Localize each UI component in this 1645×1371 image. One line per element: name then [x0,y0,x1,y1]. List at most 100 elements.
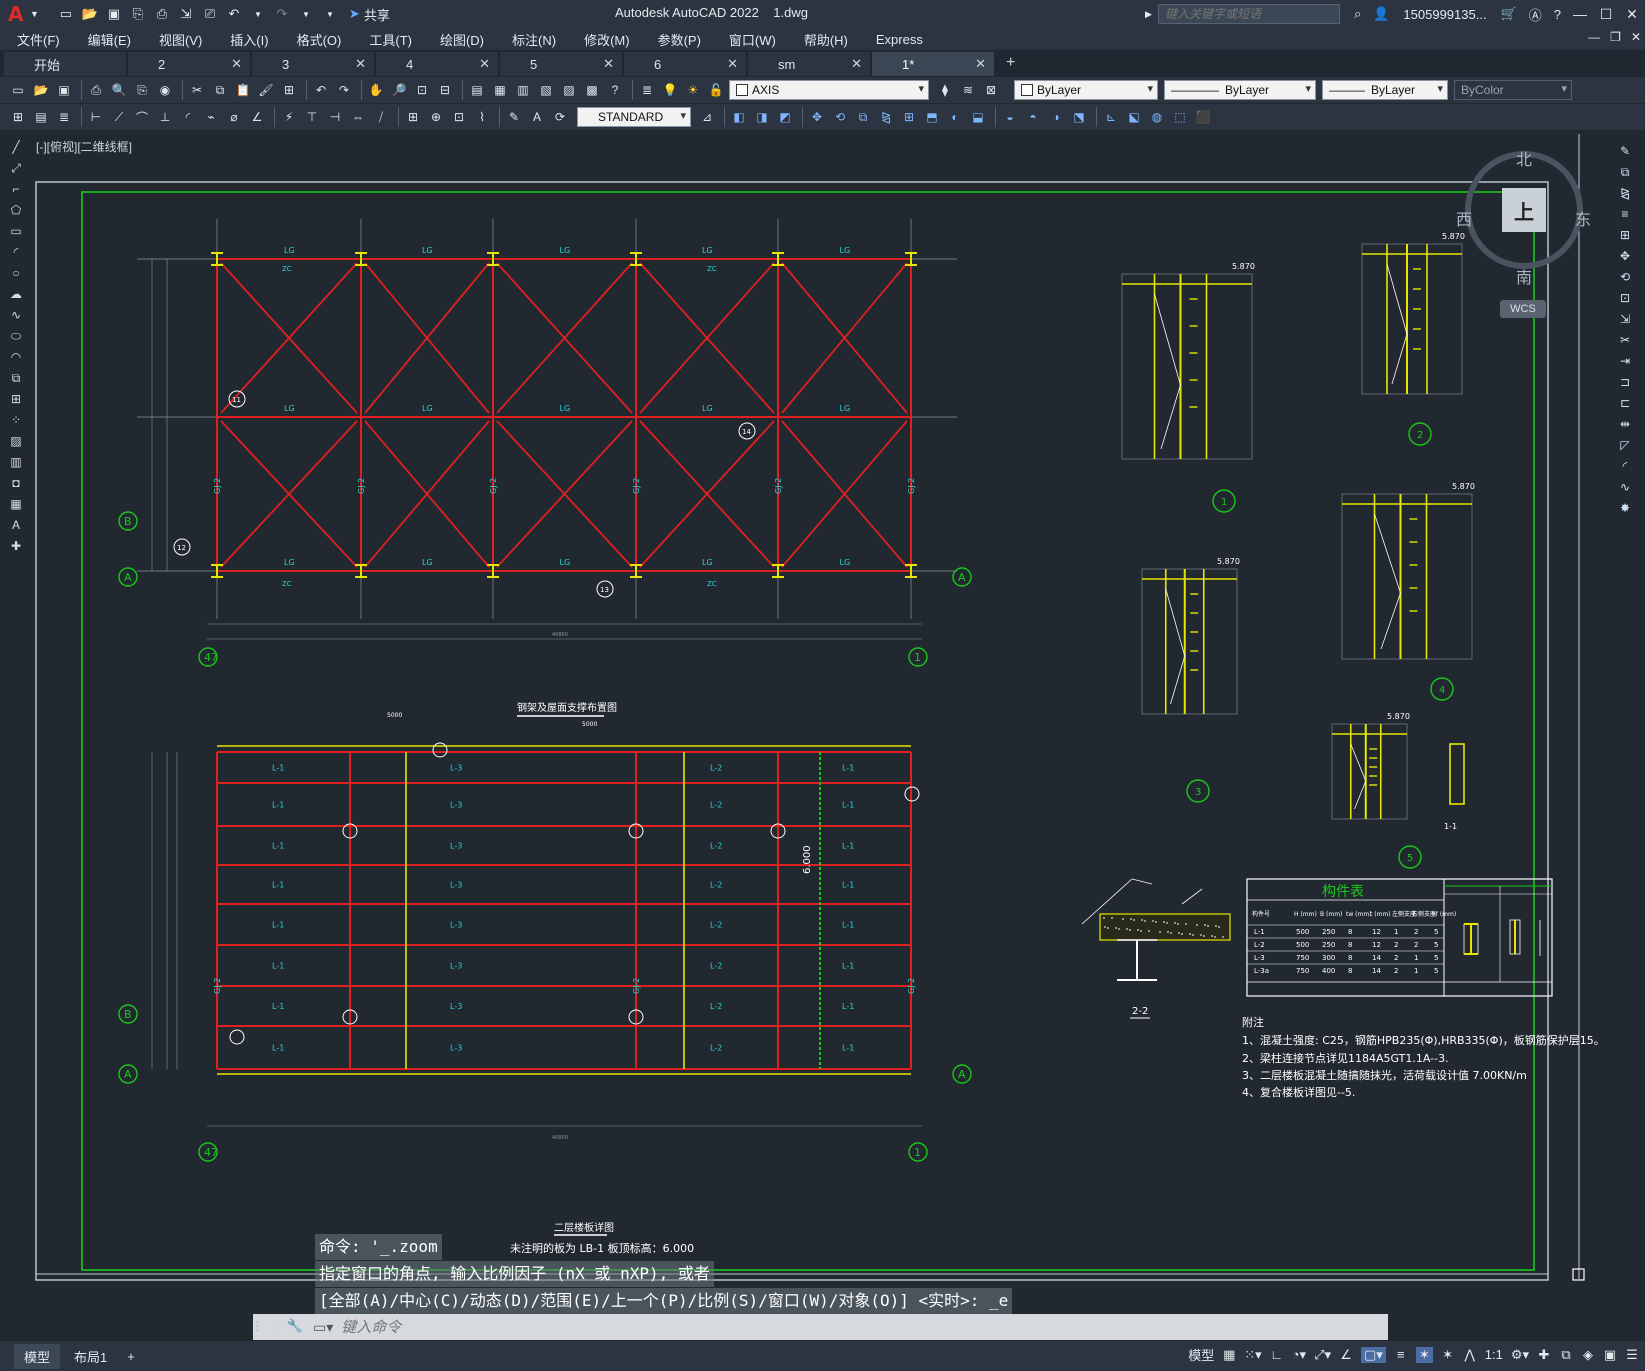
baseline-dim-icon[interactable]: ⊤ [306,110,318,124]
intersect-icon[interactable]: ◑ [1052,110,1060,124]
close-icon[interactable]: ✕ [479,56,490,71]
hatch-icon[interactable]: ▨ [10,434,22,448]
menu-modify[interactable]: 修改(M) [584,32,630,48]
undo-icon[interactable]: ↶ [315,83,327,97]
copy-icon[interactable]: ⧉ [215,82,225,97]
search-icon[interactable]: ⌕ [1353,6,1362,21]
layer-state-icon[interactable]: ⊠ [985,83,997,97]
3d-wedge-icon[interactable]: ◨ [756,110,768,124]
close-icon[interactable]: ✕ [975,56,986,71]
menu-draw[interactable]: 绘图(D) [439,32,485,48]
break-at-point-icon[interactable]: ⊐ [1619,375,1631,389]
dim-space-icon[interactable]: ⇔ [352,110,364,124]
walk-icon[interactable]: ⬛ [1195,110,1211,124]
extend-icon[interactable]: ⇥ [1619,354,1631,368]
3d-print-icon[interactable]: ◉ [159,83,171,97]
tab-6[interactable]: 6✕ [624,52,746,76]
redo-icon[interactable]: ↷ [276,6,288,21]
tool-palettes-icon[interactable]: ▥ [517,83,529,97]
redo-dropdown-icon[interactable]: ▼ [301,9,310,19]
command-line-grip-icon[interactable]: ⋮ [251,1318,264,1333]
menu-window[interactable]: 窗口(W) [728,32,776,48]
zoom-previous-icon[interactable]: ⊟ [439,83,451,97]
menu-parametric[interactable]: 参数(P) [657,32,701,48]
tab-2[interactable]: 2✕ [128,52,250,76]
arc-length-icon[interactable]: ⌒ [135,110,148,125]
move-icon[interactable]: ✥ [1619,249,1631,263]
user-name[interactable]: 1505999135... [1403,6,1487,22]
minimize-button[interactable]: — [1573,6,1587,22]
lineweight-icon[interactable]: ≡ [1397,1347,1405,1362]
dim-update-icon[interactable]: ⟳ [554,110,566,124]
new-tab-button[interactable]: + [1006,54,1016,71]
close-icon[interactable]: ✕ [727,56,738,71]
layer-dropdown[interactable]: AXIS ▾ [729,80,929,100]
menu-edit[interactable]: 编辑(E) [87,32,131,48]
diameter-dim-icon[interactable]: ⌀ [230,110,238,124]
line-icon[interactable]: ╱ [12,140,20,154]
camera-icon[interactable]: ⬚ [1174,110,1186,124]
open-icon[interactable]: 📂 [33,83,49,97]
add-layout-button[interactable]: + [127,1348,135,1364]
design-center-icon[interactable]: ▦ [494,83,506,97]
viewcube-top-face[interactable]: 上 [1502,188,1546,232]
viewcube-south[interactable]: 南 [1516,270,1533,287]
saveas-icon[interactable]: ⎘ [132,6,144,21]
center-mark-icon[interactable]: ⊕ [430,110,442,124]
save-icon[interactable]: ▣ [58,83,70,97]
layers-icon[interactable]: ≣ [58,110,70,124]
menu-file[interactable]: 文件(F) [17,32,60,48]
tab-5[interactable]: 5✕ [500,52,622,76]
layer-freeze-icon[interactable]: ☀ [687,83,699,97]
osnap-icon[interactable]: ▢▾ [1361,1346,1386,1363]
annotation-scale-value[interactable]: 1:1 [1484,1347,1503,1362]
hardware-acceleration-icon[interactable]: ◈ [1583,1346,1593,1362]
logo-dropdown-icon[interactable]: ▼ [30,9,39,19]
blend-icon[interactable]: ∿ [1619,480,1631,494]
tab-layout1[interactable]: 布局1 [74,1349,108,1365]
make-block-icon[interactable]: ⊞ [10,392,22,406]
menu-format[interactable]: 格式(O) [296,32,342,48]
3d-move-icon[interactable]: ✥ [811,110,823,124]
block-editor-icon[interactable]: ⊞ [283,83,295,97]
plot-preview-icon[interactable]: 🔍 [111,83,127,97]
plotstyle-dropdown[interactable]: ByColor ▾ [1454,80,1572,100]
dim-break-icon[interactable]: ⧸ [378,109,384,124]
region-icon[interactable]: ◘ [12,476,20,490]
polyline-icon[interactable]: ⌐ [12,182,20,196]
make-current-layer-icon[interactable]: ⧫ [942,83,948,97]
cart-icon[interactable]: 🛒 [1500,6,1517,21]
plot-icon[interactable]: ⎙ [91,82,101,97]
menu-help[interactable]: 帮助(H) [803,32,848,48]
viewcube-west[interactable]: 西 [1456,212,1473,229]
sheet-icon[interactable]: ▤ [35,110,47,124]
cut-icon[interactable]: ✂ [191,83,203,97]
viewcube[interactable]: 北 南 东 西 上 WCS [1456,140,1591,320]
search-input[interactable] [1157,4,1340,24]
gear-icon[interactable]: ⚙▾ [1510,1346,1529,1362]
3d-array-icon[interactable]: ⊞ [903,110,915,124]
customize-qat-icon[interactable]: ▼ [325,9,334,19]
menu-express[interactable]: Express [875,31,923,47]
properties-icon[interactable]: ▤ [471,83,483,97]
radius-dim-icon[interactable]: ◜ [185,110,191,124]
publish-icon[interactable]: ⎘ [137,82,147,97]
close-icon[interactable]: ✕ [231,56,242,71]
ordinate-dim-icon[interactable]: ⊥ [159,110,171,124]
join-icon[interactable]: ⇹ [1619,417,1631,431]
autocad-logo[interactable]: A [8,2,24,26]
mtext-icon[interactable]: A [11,518,20,532]
tab-3[interactable]: 3✕ [252,52,374,76]
undo-icon[interactable]: ↶ [228,6,240,21]
tolerance-icon[interactable]: ⊞ [407,110,419,124]
a360-icon[interactable]: Ⓐ [1528,7,1542,23]
break-icon[interactable]: ⊏ [1619,396,1631,410]
calculator-icon[interactable]: ▩ [586,83,598,97]
annotation-visibility-icon[interactable]: ✶ [1415,1346,1433,1363]
jogged-dim-icon[interactable]: ⌁ [207,110,215,124]
plot-icon[interactable]: ⎚ [204,6,216,21]
sheet-set-icon[interactable]: ▧ [540,83,552,97]
frame-corner-grip[interactable] [1572,1268,1585,1281]
save-icon[interactable]: ▣ [107,6,121,21]
model-space-button[interactable]: 模型 [1188,1348,1215,1363]
